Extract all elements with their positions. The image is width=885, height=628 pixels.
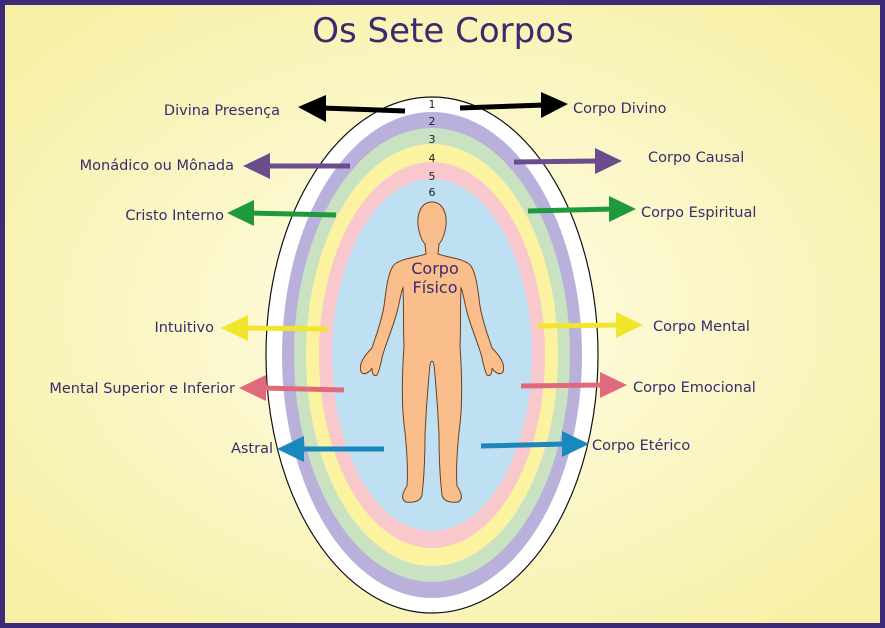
arrow-etheric — [277, 431, 589, 462]
label-intuitivo: Intuitivo — [154, 320, 214, 336]
label-astral: Astral — [231, 441, 273, 457]
physical-body-label-line2: Físico — [412, 278, 457, 297]
arrow-divine — [298, 92, 568, 122]
arrow-spiritual — [227, 196, 636, 226]
layer-number-3: 3 — [429, 133, 436, 146]
right-labels: Corpo Divino Corpo Causal Corpo Espiritu… — [573, 101, 756, 454]
label-corpo-eterico: Corpo Etérico — [592, 438, 690, 454]
label-corpo-causal: Corpo Causal — [648, 150, 744, 166]
label-divina-presenca: Divina Presença — [164, 103, 280, 119]
page-title: Os Sete Corpos — [312, 11, 573, 51]
layer-number-6: 6 — [429, 186, 436, 199]
label-corpo-espiritual: Corpo Espiritual — [641, 205, 756, 221]
label-monadico: Monádico ou Mônada — [80, 158, 234, 174]
layer-number-2: 2 — [429, 115, 436, 128]
layer-number-1: 1 — [429, 98, 436, 111]
label-corpo-emocional: Corpo Emocional — [633, 380, 756, 396]
label-cristo-interno: Cristo Interno — [125, 208, 224, 224]
label-corpo-divino: Corpo Divino — [573, 101, 667, 117]
left-labels: Divina Presença Monádico ou Mônada Crist… — [49, 103, 280, 457]
physical-body-figure: Corpo Físico — [359, 201, 505, 503]
label-mental-superior: Mental Superior e Inferior — [49, 381, 235, 397]
physical-body-label-line1: Corpo — [411, 259, 458, 278]
arrow-mental — [221, 312, 643, 341]
arrow-emotional — [239, 372, 627, 401]
label-corpo-mental: Corpo Mental — [653, 319, 750, 335]
layer-number-5: 5 — [429, 170, 436, 183]
arrow-causal — [243, 148, 622, 179]
layer-number-4: 4 — [429, 152, 436, 165]
